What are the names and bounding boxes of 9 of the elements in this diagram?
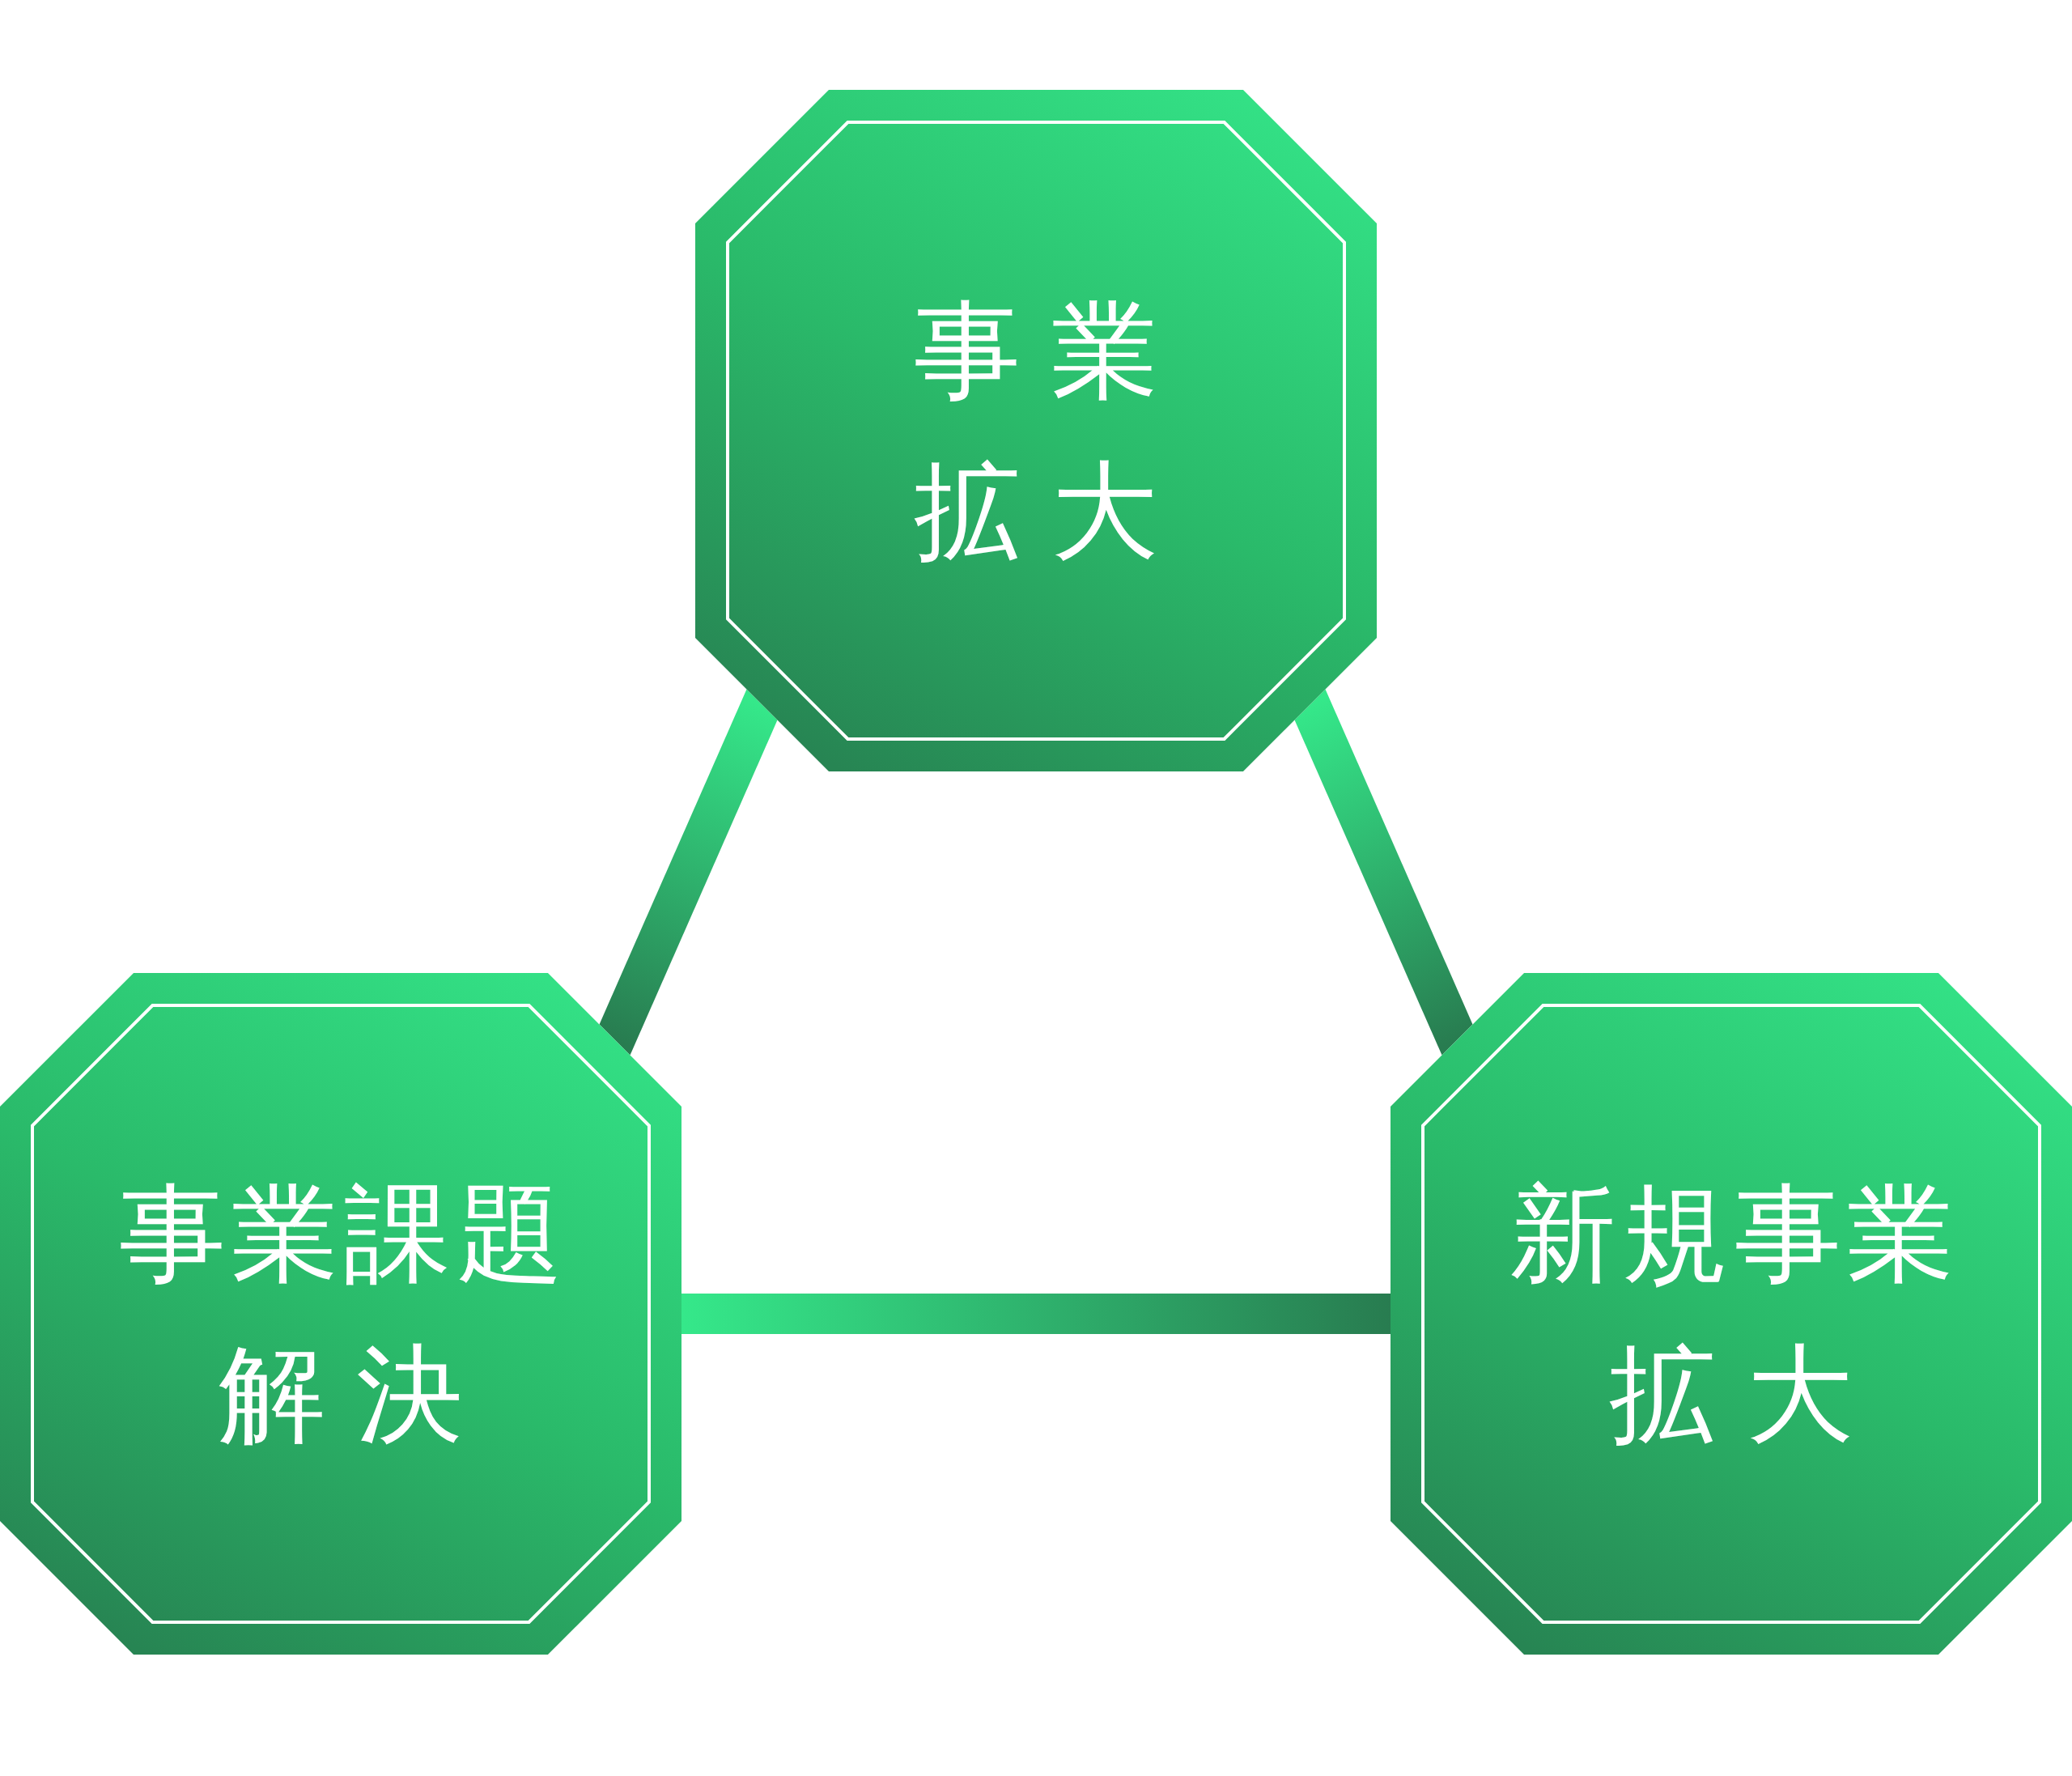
node-label: 事業拡大: [913, 287, 1189, 575]
octagon-node: [1391, 973, 2072, 1655]
node-label: 新規事業拡大: [1508, 1171, 1959, 1458]
node-label: 事業課題解決: [117, 1171, 569, 1458]
octagon-node: [695, 90, 1377, 771]
connector-bar: [1294, 689, 1473, 1056]
octagon-node: [0, 973, 681, 1655]
connector-bar: [681, 1294, 1391, 1334]
connector-bar: [599, 689, 778, 1056]
